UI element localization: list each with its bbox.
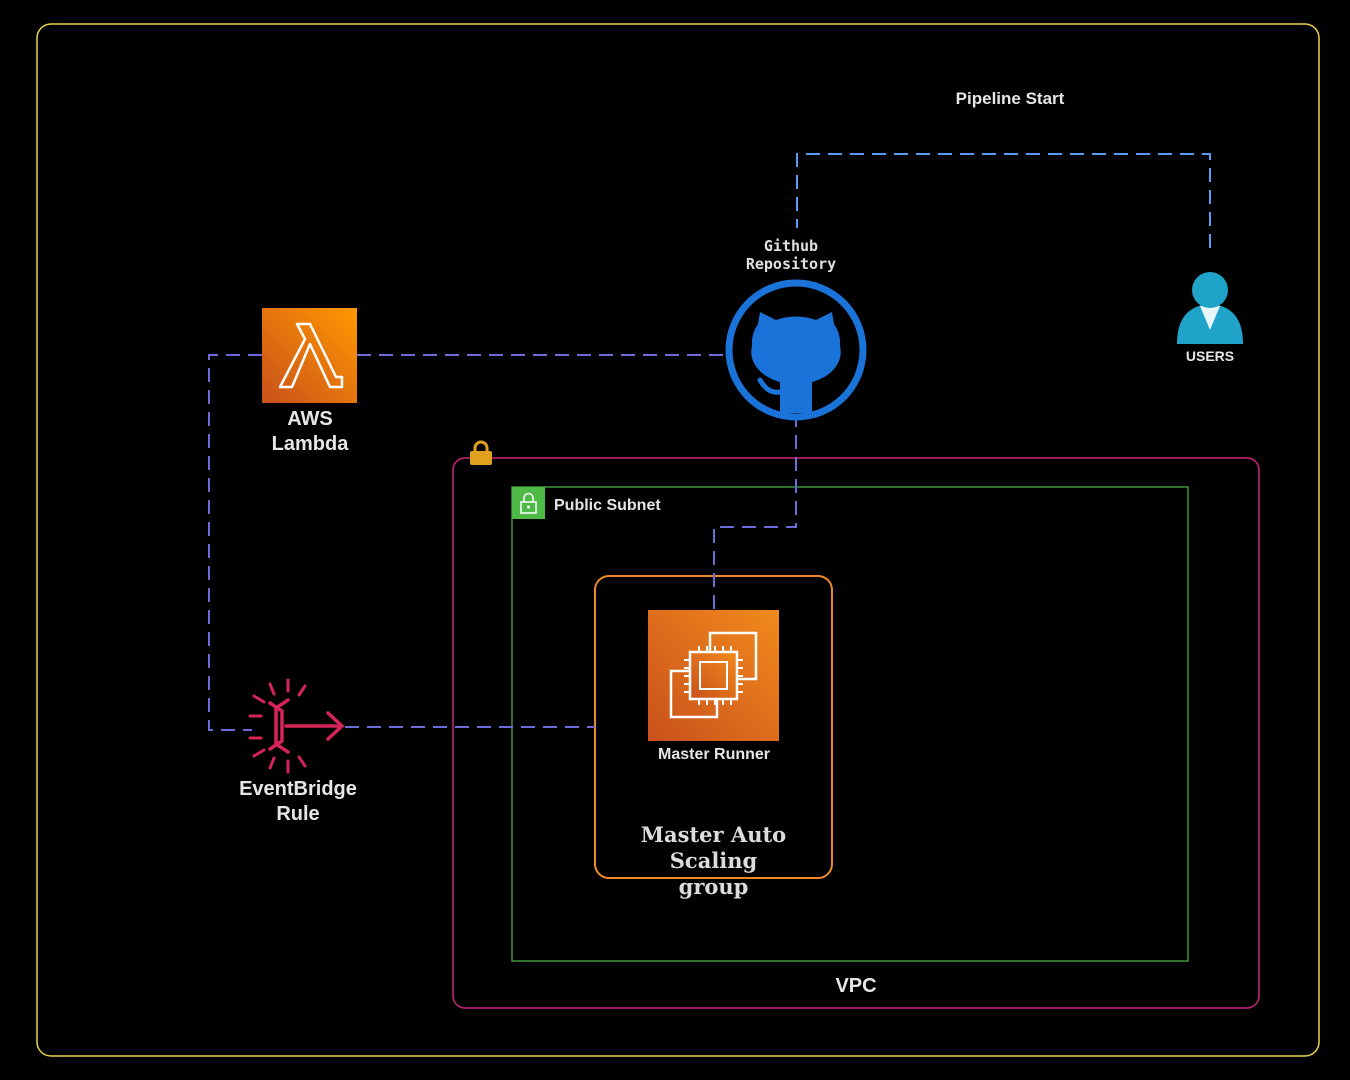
eventbridge-rule-label: EventBridge Rule [239, 778, 357, 825]
eventbridge-icon [248, 678, 345, 774]
pipeline-start-label: Pipeline Start [955, 89, 1065, 108]
github-icon [725, 279, 867, 421]
public-subnet-boundary [511, 486, 1189, 962]
master-runner-label: Master Runner [657, 746, 771, 763]
outer-frame [36, 23, 1320, 1057]
user-icon [1177, 272, 1243, 344]
users-label: USERS [1185, 348, 1235, 364]
public-subnet-label: Public Subnet [554, 497, 661, 514]
ec2-icon [648, 610, 779, 741]
aws-lambda-label: AWS Lambda [271, 408, 349, 455]
lambda-eventbridge-connector [208, 354, 262, 731]
asg-label: Master Auto Scaling group [640, 822, 787, 899]
pipeline-connector [796, 153, 1211, 248]
github-repository-label: Github Repository [745, 237, 837, 273]
subnet-lock-icon [512, 487, 545, 519]
lambda-icon [262, 308, 357, 403]
github-runner-connector [713, 413, 797, 610]
lock-icon [470, 440, 492, 465]
vpc-label: VPC [835, 975, 877, 997]
vpc-boundary [452, 457, 1260, 1009]
